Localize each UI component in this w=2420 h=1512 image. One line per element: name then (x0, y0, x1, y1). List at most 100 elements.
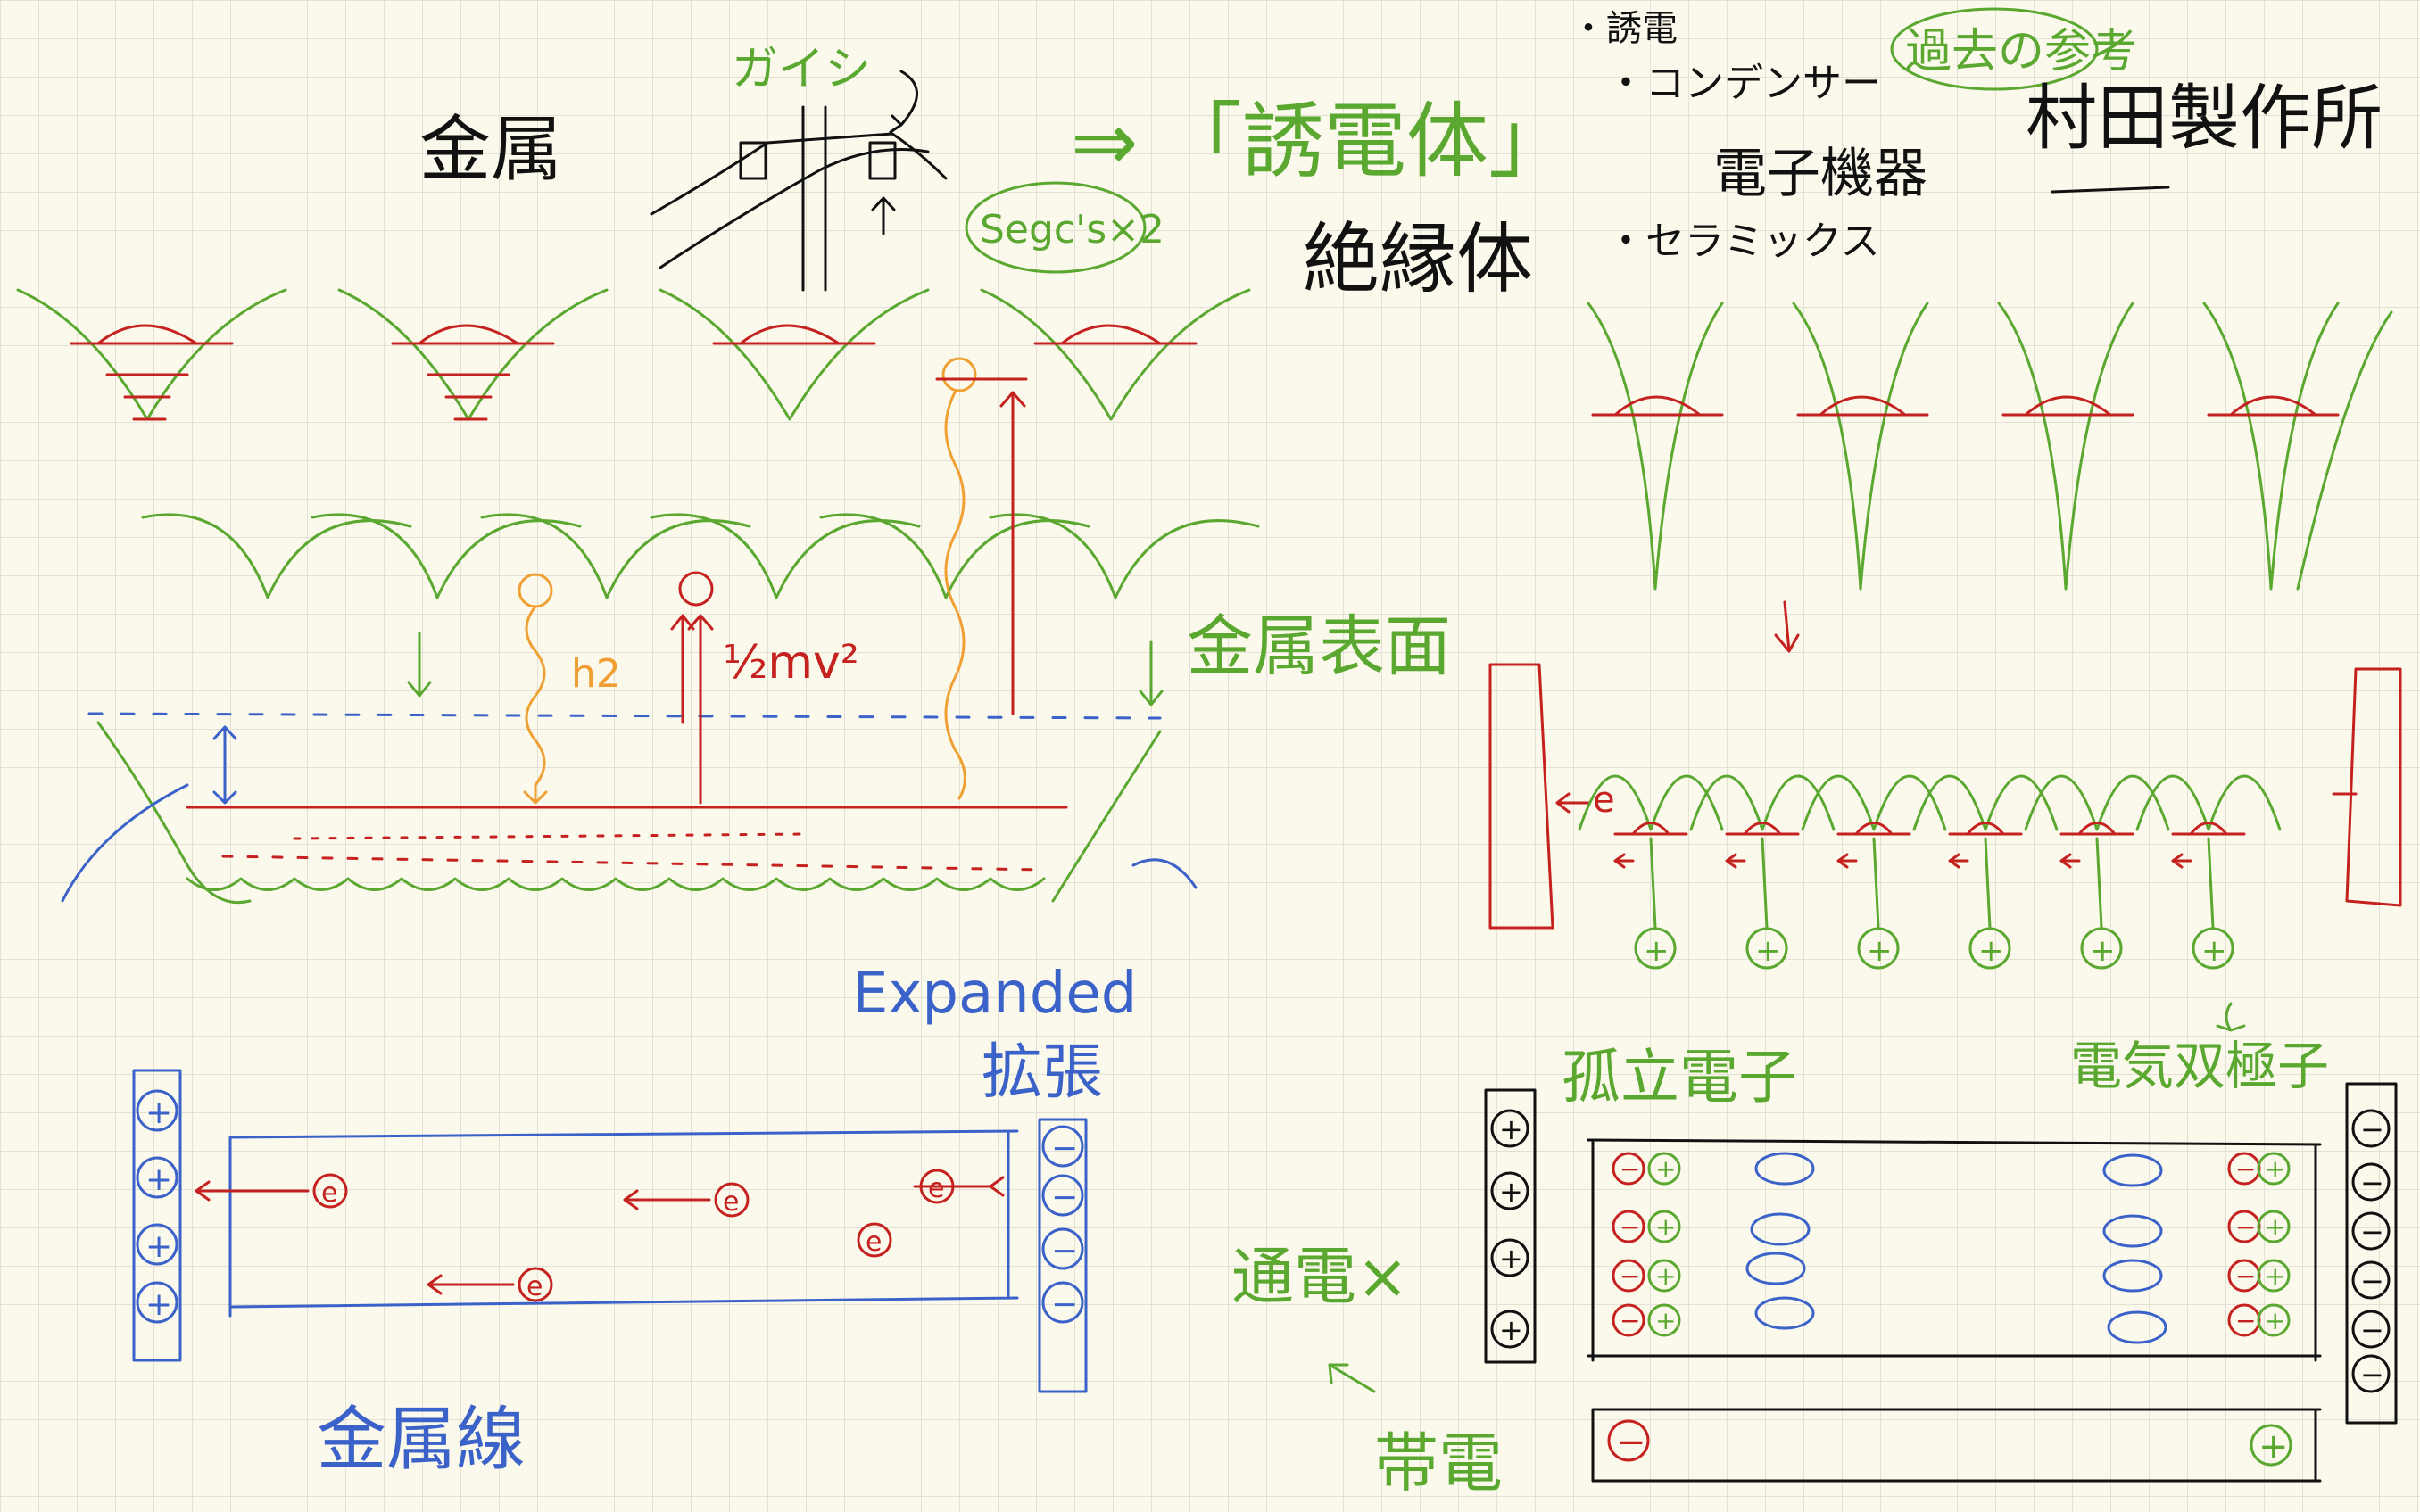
polar-level (2059, 822, 2134, 836)
dipole-plus-text: + (2265, 1306, 2285, 1335)
charge-plus-circle (136, 1156, 178, 1199)
dipole-minus-text: − (1620, 1261, 1640, 1291)
nucleus-plus-text: + (1644, 933, 1670, 969)
metal-shell-arc (650, 513, 921, 599)
polar-stem (1872, 837, 1880, 930)
implies-arrow: ⇒ (1071, 95, 1138, 189)
label-kinetic-energy: ½mv² (723, 636, 859, 690)
metal-atom-well (980, 288, 1251, 421)
label-murata: 村田製作所 (2026, 77, 2383, 160)
plate-minus-text: − (2360, 1264, 2384, 1298)
nucleus-plus-circle (1634, 927, 1677, 970)
dielectric-atom-edge (2296, 310, 2393, 591)
svg-text:Segc's×2: Segc's×2 (980, 207, 1164, 252)
dipole-plus-text: + (1655, 1154, 1676, 1184)
polar-electron-arrow (1613, 853, 1635, 869)
plate-minus-circle (2351, 1260, 2391, 1300)
isolated-electron-oval (2102, 1214, 2163, 1248)
dielectric-capacitor: ++++ −−−−−− −+−+−+−+−+−+−+−+ − + 通電× 帯電 (1231, 1082, 2398, 1500)
plate-minus-circle (2351, 1109, 2391, 1148)
electron-arrow (427, 1274, 515, 1295)
charge-minus-circle (1041, 1174, 1084, 1217)
metal-shell-arc (311, 513, 582, 599)
dielectric-atom-well (2202, 302, 2340, 591)
label-expanded: Expanded (852, 961, 1137, 1027)
wire-negative-charges: − − − − (1041, 1125, 1084, 1324)
polar-shell-arc (2135, 774, 2282, 831)
polar-shell-arc (1801, 774, 1947, 831)
isolated-electron-oval (1754, 1152, 1815, 1186)
charge-minus-circle (1041, 1227, 1084, 1270)
nucleus-plus-text: + (1978, 933, 2004, 969)
polar-stem (2207, 837, 2215, 930)
dipole-minus-text: − (2235, 1212, 2256, 1242)
polar-stem (1761, 837, 1769, 930)
metal-atom-inner-level (427, 373, 510, 421)
polarized-dielectric: e ++++++ 電気双極子 孤立電子 (1488, 663, 2402, 1111)
dielectric-atoms-top-row (1587, 302, 2393, 591)
dielectric-atom-well (1587, 302, 1724, 591)
note-capacitor: ・コンデンサー (1606, 61, 1881, 106)
label-insulator: 絶縁体 (1303, 215, 1533, 304)
nucleus-plus-text: + (2201, 933, 2227, 969)
electron-text: e (928, 1173, 944, 1204)
dipole-minus-text: − (1620, 1154, 1640, 1184)
nucleus-plus-text: + (1867, 933, 1893, 969)
label-h2: h2 (571, 651, 621, 697)
dielectric-atom-level (2207, 395, 2340, 417)
dipole-plus-text: + (1655, 1261, 1676, 1291)
dipole-plus-circle (1647, 1210, 1681, 1243)
dipole-plus-text: + (2265, 1261, 2285, 1291)
polar-shell-arc (1578, 774, 1724, 831)
nucleus-plus-text: + (2090, 933, 2116, 969)
label-dielectric: 「誘電体」 (1160, 94, 1571, 189)
metal-atom-well (16, 288, 287, 421)
label-metal: 金属 (419, 108, 562, 191)
label-electron-e: e (1593, 780, 1615, 821)
charge-minus-text: − (1051, 1286, 1078, 1323)
charge-minus-text: − (1051, 1179, 1078, 1216)
down-arrow (1774, 600, 1800, 653)
murata-underline (2051, 186, 2170, 194)
dipole-plus-circle (1647, 1152, 1681, 1186)
polar-level (2171, 822, 2246, 836)
note-ceramics: ・セラミックス (1606, 219, 1880, 264)
nucleus-plus-circle (2080, 927, 2123, 970)
metal-surface-energy-diagram: h2 ½mv² 金属表面 (61, 357, 1451, 905)
dipole-plus-circle (1647, 1303, 1681, 1337)
label-gaishi: ガイシ (732, 43, 871, 96)
plate-minus-circle (2351, 1162, 2391, 1202)
dipole-minus-circle (1612, 1210, 1645, 1243)
electron-circle (714, 1182, 750, 1218)
polar-stem (1649, 837, 1657, 930)
label-electronic-devices: 電子機器 (1713, 143, 1927, 205)
polar-electron-arrow (2059, 853, 2081, 869)
dielectric-atom-well (1997, 302, 2134, 591)
label-copper-wire: 金属線 (317, 1400, 526, 1480)
plate-plus-text: + (1499, 1112, 1523, 1146)
isolated-electron-oval (2102, 1153, 2163, 1187)
plate-minus-circle (2351, 1310, 2391, 1349)
electron-text: e (321, 1177, 337, 1209)
charge-plus-text: + (145, 1286, 172, 1323)
note-dielectric: ・誘電 (1571, 8, 1678, 49)
dipole-plus-circle (2257, 1259, 2291, 1293)
plate-plus-circle (1490, 1310, 1529, 1349)
svg-text:過去の参考: 過去の参考 (1905, 25, 2137, 78)
charge-minus-text: − (1051, 1130, 1078, 1167)
electron-arrow (623, 1189, 711, 1210)
electron-circle (518, 1267, 553, 1302)
electron-text: e (526, 1271, 543, 1302)
nucleus-plus-circle (2192, 927, 2234, 970)
plate-minus-circle (2351, 1211, 2391, 1251)
charge-minus-text: − (1051, 1233, 1078, 1269)
isolated-electron-oval (1750, 1212, 1811, 1246)
dipole-plus-circle (2257, 1152, 2291, 1186)
charge-minus-circle (1041, 1125, 1084, 1168)
dipole-minus-text: − (2235, 1154, 2256, 1184)
charge-plus-text: + (145, 1228, 172, 1265)
electron-arrow (913, 1176, 1005, 1197)
dipole-minus-text: − (2235, 1306, 2256, 1335)
